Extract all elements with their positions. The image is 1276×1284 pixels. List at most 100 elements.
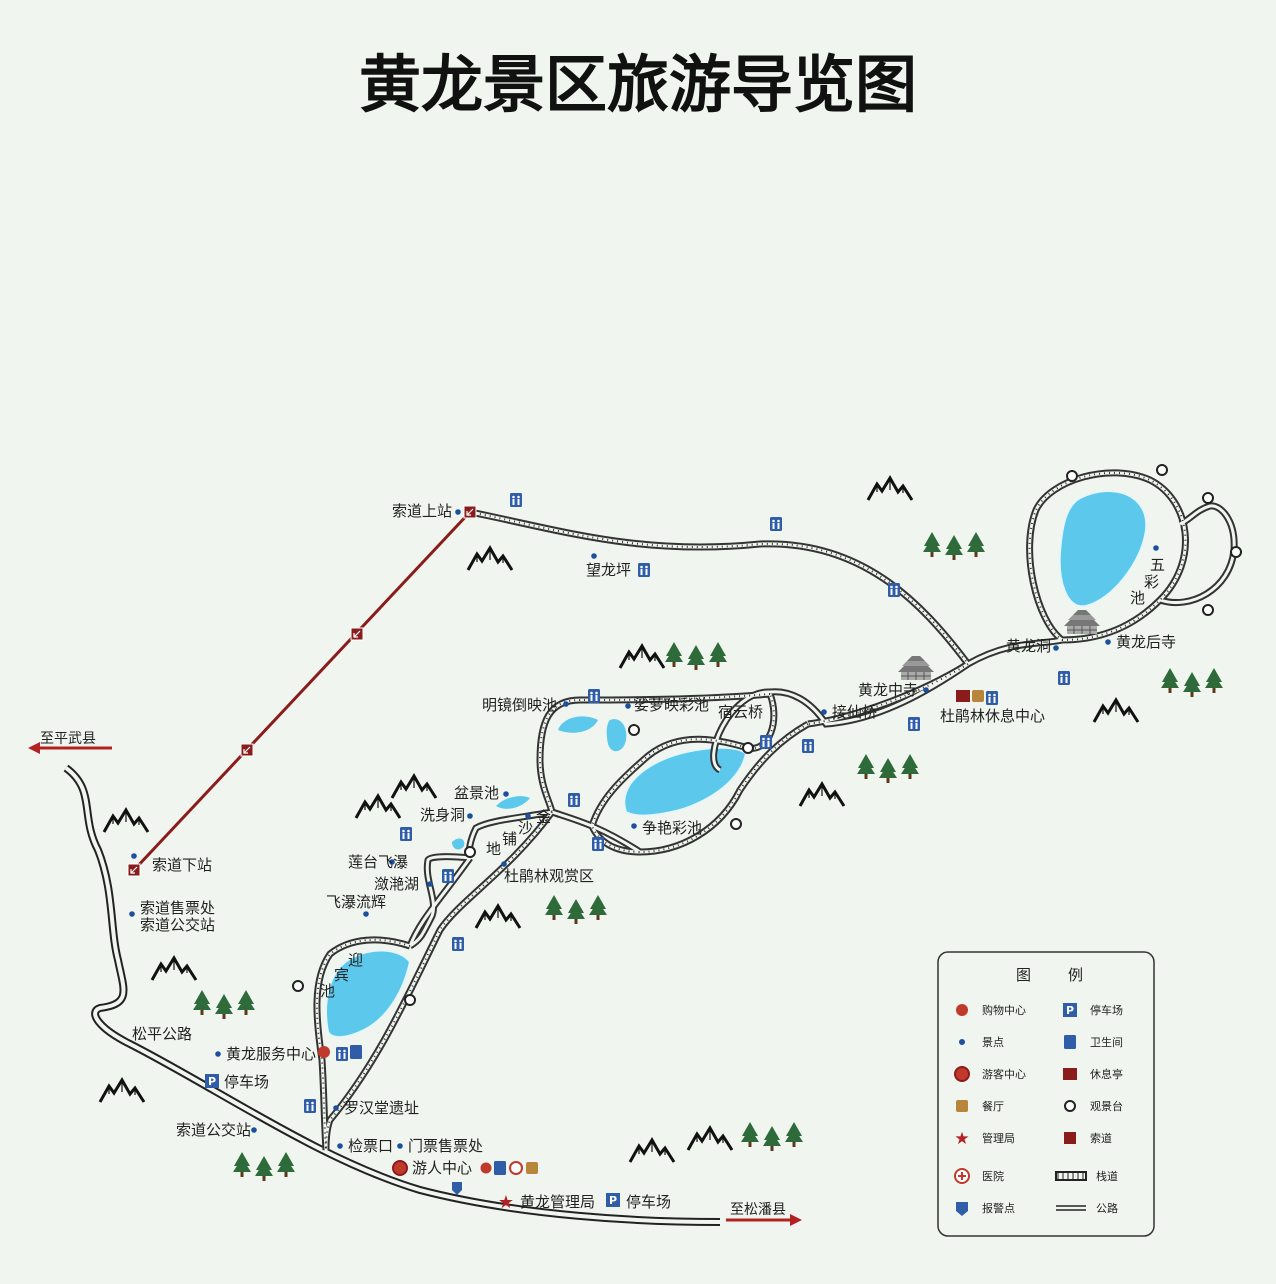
label-admin-bureau[interactable]: 黄龙管理局 bbox=[520, 1193, 595, 1211]
visitor-center-icon bbox=[954, 1066, 970, 1082]
label-zhengyan[interactable]: 争艳彩池 bbox=[642, 819, 702, 837]
label-cable-bus[interactable]: 索道公交站 bbox=[140, 916, 215, 934]
legend-label: 购物中心 bbox=[982, 1003, 1026, 1017]
viewing-platform-icon[interactable] bbox=[404, 994, 416, 1006]
scenic-spot-icon bbox=[397, 1143, 403, 1149]
viewing-platform-icon[interactable] bbox=[1066, 470, 1078, 482]
label-wucai-2[interactable]: 彩 bbox=[1144, 573, 1159, 591]
scenic-spot-icon bbox=[455, 509, 461, 515]
scenic-spot-icon bbox=[625, 703, 631, 709]
label-liantai[interactable]: 莲台飞瀑 bbox=[348, 853, 408, 871]
viewing-platform-icon[interactable] bbox=[1202, 604, 1214, 616]
legend-title-1: 图 bbox=[1016, 966, 1031, 984]
hospital-icon[interactable] bbox=[509, 1161, 523, 1175]
label-penjing[interactable]: 盆景池 bbox=[454, 784, 499, 802]
label-yingbin-3[interactable]: 池 bbox=[320, 982, 335, 1000]
visitor-center-facilities[interactable] bbox=[392, 1160, 538, 1195]
scenic-spot-icon bbox=[467, 813, 473, 819]
label-cable-bottom[interactable]: 索道下站 bbox=[152, 856, 212, 874]
label-zhongsi[interactable]: 黄龙中寺 bbox=[858, 681, 918, 699]
police-icon[interactable] bbox=[452, 1182, 462, 1195]
label-housi[interactable]: 黄龙后寺 bbox=[1116, 633, 1176, 651]
label-xishen[interactable]: 洗身洞 bbox=[420, 806, 465, 824]
mountain-icon bbox=[354, 794, 402, 820]
label-checkpoint[interactable]: 检票口 bbox=[348, 1137, 393, 1155]
label-dujuan-view[interactable]: 杜鹃林观赏区 bbox=[504, 867, 594, 885]
parking-icon[interactable] bbox=[606, 1193, 620, 1207]
label-feipu[interactable]: 飞瀑流辉 bbox=[326, 893, 386, 911]
scenic-spot-icon bbox=[1105, 639, 1111, 645]
mountain-icon bbox=[866, 476, 914, 502]
cableway-icon[interactable] bbox=[350, 627, 364, 641]
mountain-icon bbox=[98, 1078, 146, 1104]
label-huanglong-cave[interactable]: 黄龙洞 bbox=[1006, 637, 1051, 655]
cableway-icon[interactable] bbox=[240, 743, 254, 757]
visitor-center-icon[interactable] bbox=[392, 1160, 408, 1176]
suoluo-lake bbox=[606, 719, 627, 752]
label-wanglongping[interactable]: 望龙坪 bbox=[586, 561, 631, 579]
service-center-facilities[interactable] bbox=[318, 1045, 362, 1059]
restaurant-icon[interactable] bbox=[972, 690, 984, 702]
legend-label: 休息亭 bbox=[1090, 1067, 1123, 1081]
parking-icon[interactable] bbox=[205, 1074, 219, 1088]
mountain-icon bbox=[474, 904, 522, 930]
shopping-icon[interactable] bbox=[318, 1046, 330, 1058]
to-pingwu-arrow[interactable] bbox=[28, 742, 112, 754]
cableway-icon[interactable] bbox=[463, 505, 477, 519]
hospital-icon bbox=[954, 1168, 970, 1184]
viewing-platform-icon[interactable] bbox=[1156, 464, 1168, 476]
toilet-icon[interactable] bbox=[350, 1045, 362, 1059]
scenic-spot-icon bbox=[389, 859, 395, 865]
label-yingbin-2[interactable]: 宾 bbox=[334, 966, 349, 984]
label-suyun[interactable]: 宿云桥 bbox=[718, 703, 763, 721]
label-dujuan-rest[interactable]: 杜鹃林休息中心 bbox=[940, 707, 1045, 725]
label-jiexian[interactable]: 接仙桥 bbox=[832, 703, 877, 721]
label-ticket-office[interactable]: 门票售票处 bbox=[408, 1137, 483, 1155]
label-parking-2[interactable]: 停车场 bbox=[626, 1193, 671, 1211]
restaurant-icon[interactable] bbox=[526, 1162, 538, 1174]
parking-icon: P bbox=[1063, 1003, 1077, 1017]
viewing-platform-icon[interactable] bbox=[742, 742, 754, 754]
label-wucai-3[interactable]: 池 bbox=[1130, 589, 1145, 607]
to-songpan-arrow[interactable] bbox=[726, 1214, 802, 1226]
label-service-center[interactable]: 黄龙服务中心 bbox=[226, 1045, 316, 1063]
parking-icons[interactable]: P P bbox=[205, 1074, 620, 1207]
label-wucai-1[interactable]: 五 bbox=[1150, 556, 1165, 574]
label-visitor-center[interactable]: 游人中心 bbox=[412, 1159, 472, 1177]
label-cable-top[interactable]: 索道上站 bbox=[392, 502, 452, 520]
viewing-platform-icon[interactable] bbox=[464, 846, 476, 858]
cableway-line[interactable] bbox=[127, 505, 477, 877]
cableway-icon[interactable] bbox=[127, 863, 141, 877]
label-yingbin-1[interactable]: 迎 bbox=[348, 951, 363, 969]
rest-center-facilities[interactable] bbox=[956, 690, 984, 702]
svg-text:P: P bbox=[208, 1075, 216, 1088]
viewing-platform-icon[interactable] bbox=[292, 980, 304, 992]
viewing-platform-icon[interactable] bbox=[1230, 546, 1242, 558]
lakes bbox=[325, 490, 1148, 1038]
viewing-platform-icon[interactable] bbox=[628, 724, 640, 736]
viewing-platform-icon[interactable] bbox=[730, 818, 742, 830]
label-luohantang[interactable]: 罗汉堂遗址 bbox=[344, 1099, 419, 1117]
label-parking-1[interactable]: 停车场 bbox=[224, 1073, 269, 1091]
admin-star-icon[interactable]: ★ bbox=[498, 1192, 514, 1213]
toilet-icon[interactable] bbox=[494, 1161, 506, 1175]
label-to-songpan[interactable]: 至松潘县 bbox=[730, 1202, 786, 1218]
label-suoluo[interactable]: 娑萝映彩池 bbox=[634, 696, 709, 714]
label-cable-ticket[interactable]: 索道售票处 bbox=[140, 899, 215, 917]
legend-label: 停车场 bbox=[1090, 1003, 1123, 1017]
scenic-spot-icon bbox=[501, 861, 507, 867]
temple-icon bbox=[1063, 609, 1101, 635]
label-cable-bus-2[interactable]: 索道公交站 bbox=[176, 1121, 251, 1139]
scenic-spots bbox=[129, 509, 1159, 1149]
shopping-icon[interactable] bbox=[480, 1162, 492, 1174]
scenic-spot-icon bbox=[525, 813, 531, 819]
label-to-pingwu[interactable]: 至平武县 bbox=[40, 731, 96, 747]
mingjing-lake bbox=[558, 716, 598, 733]
viewing-platform-icon[interactable] bbox=[1202, 492, 1214, 504]
label-mingjing[interactable]: 明镜倒映池 bbox=[482, 696, 557, 714]
scenic-spot-icon bbox=[427, 881, 433, 887]
label-lianhu[interactable]: 潋滟湖 bbox=[374, 875, 419, 893]
rest-pavilion-icon[interactable] bbox=[956, 690, 970, 702]
legend-label: 医院 bbox=[982, 1169, 1004, 1183]
